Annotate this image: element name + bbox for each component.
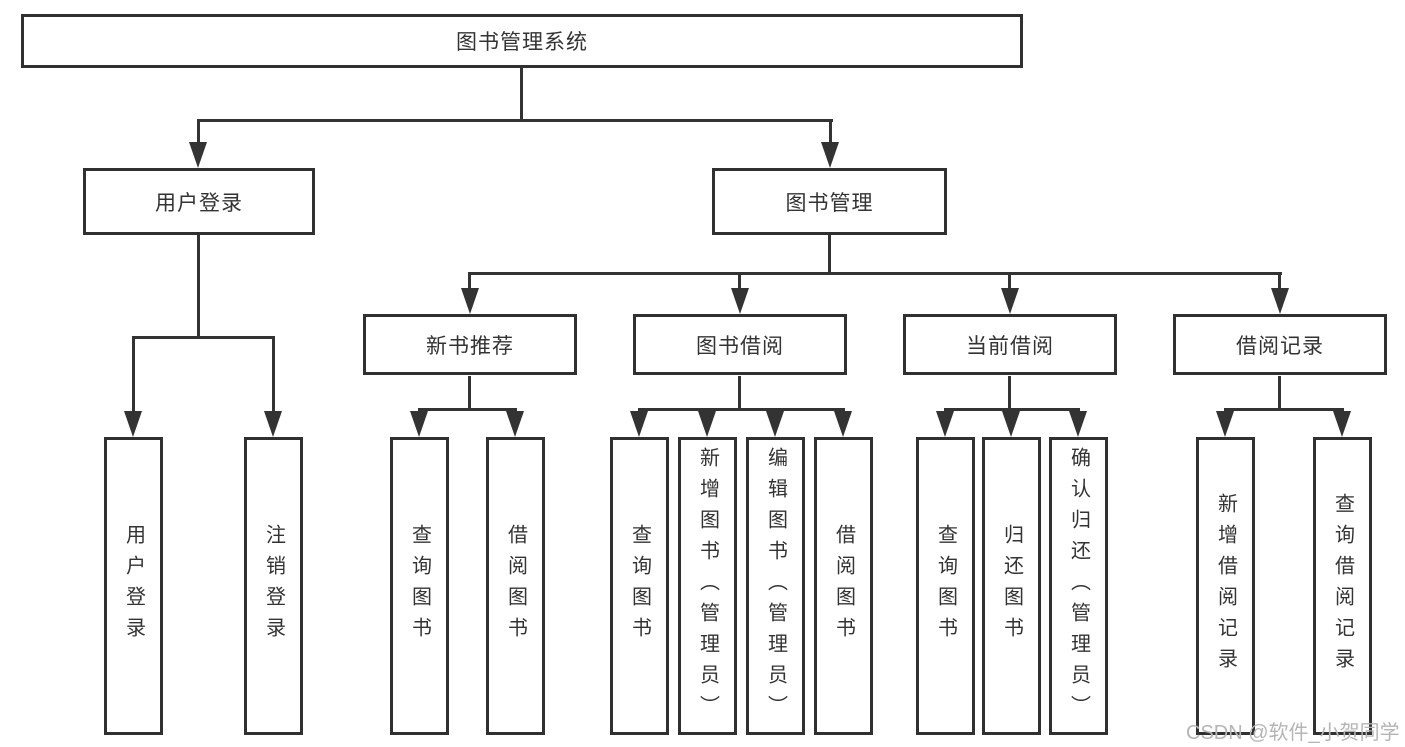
node-leaf-cb-return-book-label: 归还图书 — [1000, 524, 1023, 648]
connector-stub — [468, 272, 471, 290]
connector-rail — [944, 408, 1080, 411]
node-current-borrow: 当前借阅 — [903, 314, 1117, 375]
connector-root-rail — [197, 119, 833, 122]
node-book-management: 图书管理 — [712, 168, 947, 235]
node-leaf-logout: 注销登录 — [244, 437, 303, 735]
node-leaf-bb-borrow-book: 借阅图书 — [814, 437, 873, 735]
connector-stub — [132, 336, 135, 415]
node-leaf-rec-borrow-book: 借阅图书 — [486, 437, 545, 735]
node-leaf-logout-label: 注销登录 — [262, 524, 285, 648]
node-book-management-label: 图书管理 — [785, 191, 874, 215]
arrow-down-icon — [1069, 411, 1087, 437]
connector-stub — [197, 119, 200, 145]
node-leaf-cb-confirm-return-admin-label: 确认归还（管理员） — [1067, 446, 1090, 726]
connector-rail — [418, 408, 517, 411]
connector-user-login-rail — [132, 336, 275, 339]
connector-stub — [1008, 272, 1011, 290]
node-leaf-bb-query-book: 查询图书 — [610, 437, 669, 735]
node-leaf-bb-edit-book-admin-label: 编辑图书（管理员） — [764, 446, 787, 726]
node-root-label: 图书管理系统 — [456, 31, 588, 54]
node-new-book-recommend-label: 新书推荐 — [426, 334, 514, 358]
node-current-borrow-label: 当前借阅 — [966, 334, 1054, 358]
node-leaf-rec-query-book-label: 查询图书 — [408, 524, 431, 648]
arrow-down-icon — [1271, 288, 1289, 314]
node-leaf-br-add-record-label: 新增借阅记录 — [1214, 493, 1237, 679]
connector-rail — [638, 408, 845, 411]
node-borrow-record: 借阅记录 — [1173, 314, 1387, 375]
arrow-down-icon — [410, 411, 428, 437]
node-leaf-br-add-record: 新增借阅记录 — [1196, 437, 1255, 735]
node-leaf-bb-borrow-book-label: 借阅图书 — [832, 524, 855, 648]
node-leaf-bb-query-book-label: 查询图书 — [628, 524, 651, 648]
arrow-down-icon — [1216, 411, 1234, 437]
connector-stub — [829, 119, 832, 145]
node-leaf-br-query-record-label: 查询借阅记录 — [1331, 493, 1354, 679]
connector-stem — [1278, 376, 1281, 409]
connector-rail — [1224, 408, 1344, 411]
node-leaf-cb-confirm-return-admin: 确认归还（管理员） — [1049, 437, 1108, 735]
arrow-down-icon — [821, 142, 839, 168]
node-leaf-cb-query-book-label: 查询图书 — [934, 524, 957, 648]
node-root: 图书管理系统 — [21, 14, 1023, 68]
node-book-borrow: 图书借阅 — [633, 314, 847, 375]
arrow-down-icon — [506, 411, 524, 437]
watermark: CSDN @软件_小贺同学 — [1186, 722, 1400, 744]
node-leaf-user-login: 用户登录 — [104, 437, 163, 735]
arrow-down-icon — [731, 288, 749, 314]
connector-stem — [738, 376, 741, 409]
connector-stub — [272, 336, 275, 415]
node-leaf-rec-borrow-book-label: 借阅图书 — [504, 524, 527, 648]
node-borrow-record-label: 借阅记录 — [1236, 334, 1324, 358]
arrow-down-icon — [1002, 411, 1020, 437]
connector-stub — [738, 272, 741, 290]
node-leaf-cb-return-book: 归还图书 — [982, 437, 1041, 735]
arrow-down-icon — [124, 411, 142, 437]
connector-stem — [468, 376, 471, 409]
arrow-down-icon — [936, 411, 954, 437]
arrow-down-icon — [1333, 411, 1351, 437]
arrow-down-icon — [630, 411, 648, 437]
connector-book-mgmt-stem — [828, 235, 831, 275]
node-book-borrow-label: 图书借阅 — [696, 334, 784, 358]
node-leaf-bb-add-book-admin-label: 新增图书（管理员） — [696, 446, 719, 726]
node-new-book-recommend: 新书推荐 — [363, 314, 577, 375]
node-leaf-bb-add-book-admin: 新增图书（管理员） — [678, 437, 737, 735]
node-leaf-user-login-label: 用户登录 — [122, 524, 145, 648]
node-leaf-rec-query-book: 查询图书 — [390, 437, 449, 735]
arrow-down-icon — [766, 411, 784, 437]
connector-user-login-stem — [197, 235, 200, 339]
arrow-down-icon — [461, 288, 479, 314]
connector-root-stem — [520, 66, 523, 122]
node-user-login-label: 用户登录 — [155, 191, 243, 215]
arrow-down-icon — [189, 142, 207, 168]
arrow-down-icon — [1001, 288, 1019, 314]
connector-book-mgmt-rail — [468, 272, 1282, 275]
arrow-down-icon — [264, 411, 282, 437]
node-leaf-br-query-record: 查询借阅记录 — [1313, 437, 1372, 735]
node-user-login: 用户登录 — [83, 168, 315, 235]
node-leaf-cb-query-book: 查询图书 — [916, 437, 975, 735]
connector-stub — [1278, 272, 1281, 290]
arrow-down-icon — [834, 411, 852, 437]
arrow-down-icon — [698, 411, 716, 437]
node-leaf-bb-edit-book-admin: 编辑图书（管理员） — [746, 437, 805, 735]
connector-stem — [1008, 376, 1011, 409]
